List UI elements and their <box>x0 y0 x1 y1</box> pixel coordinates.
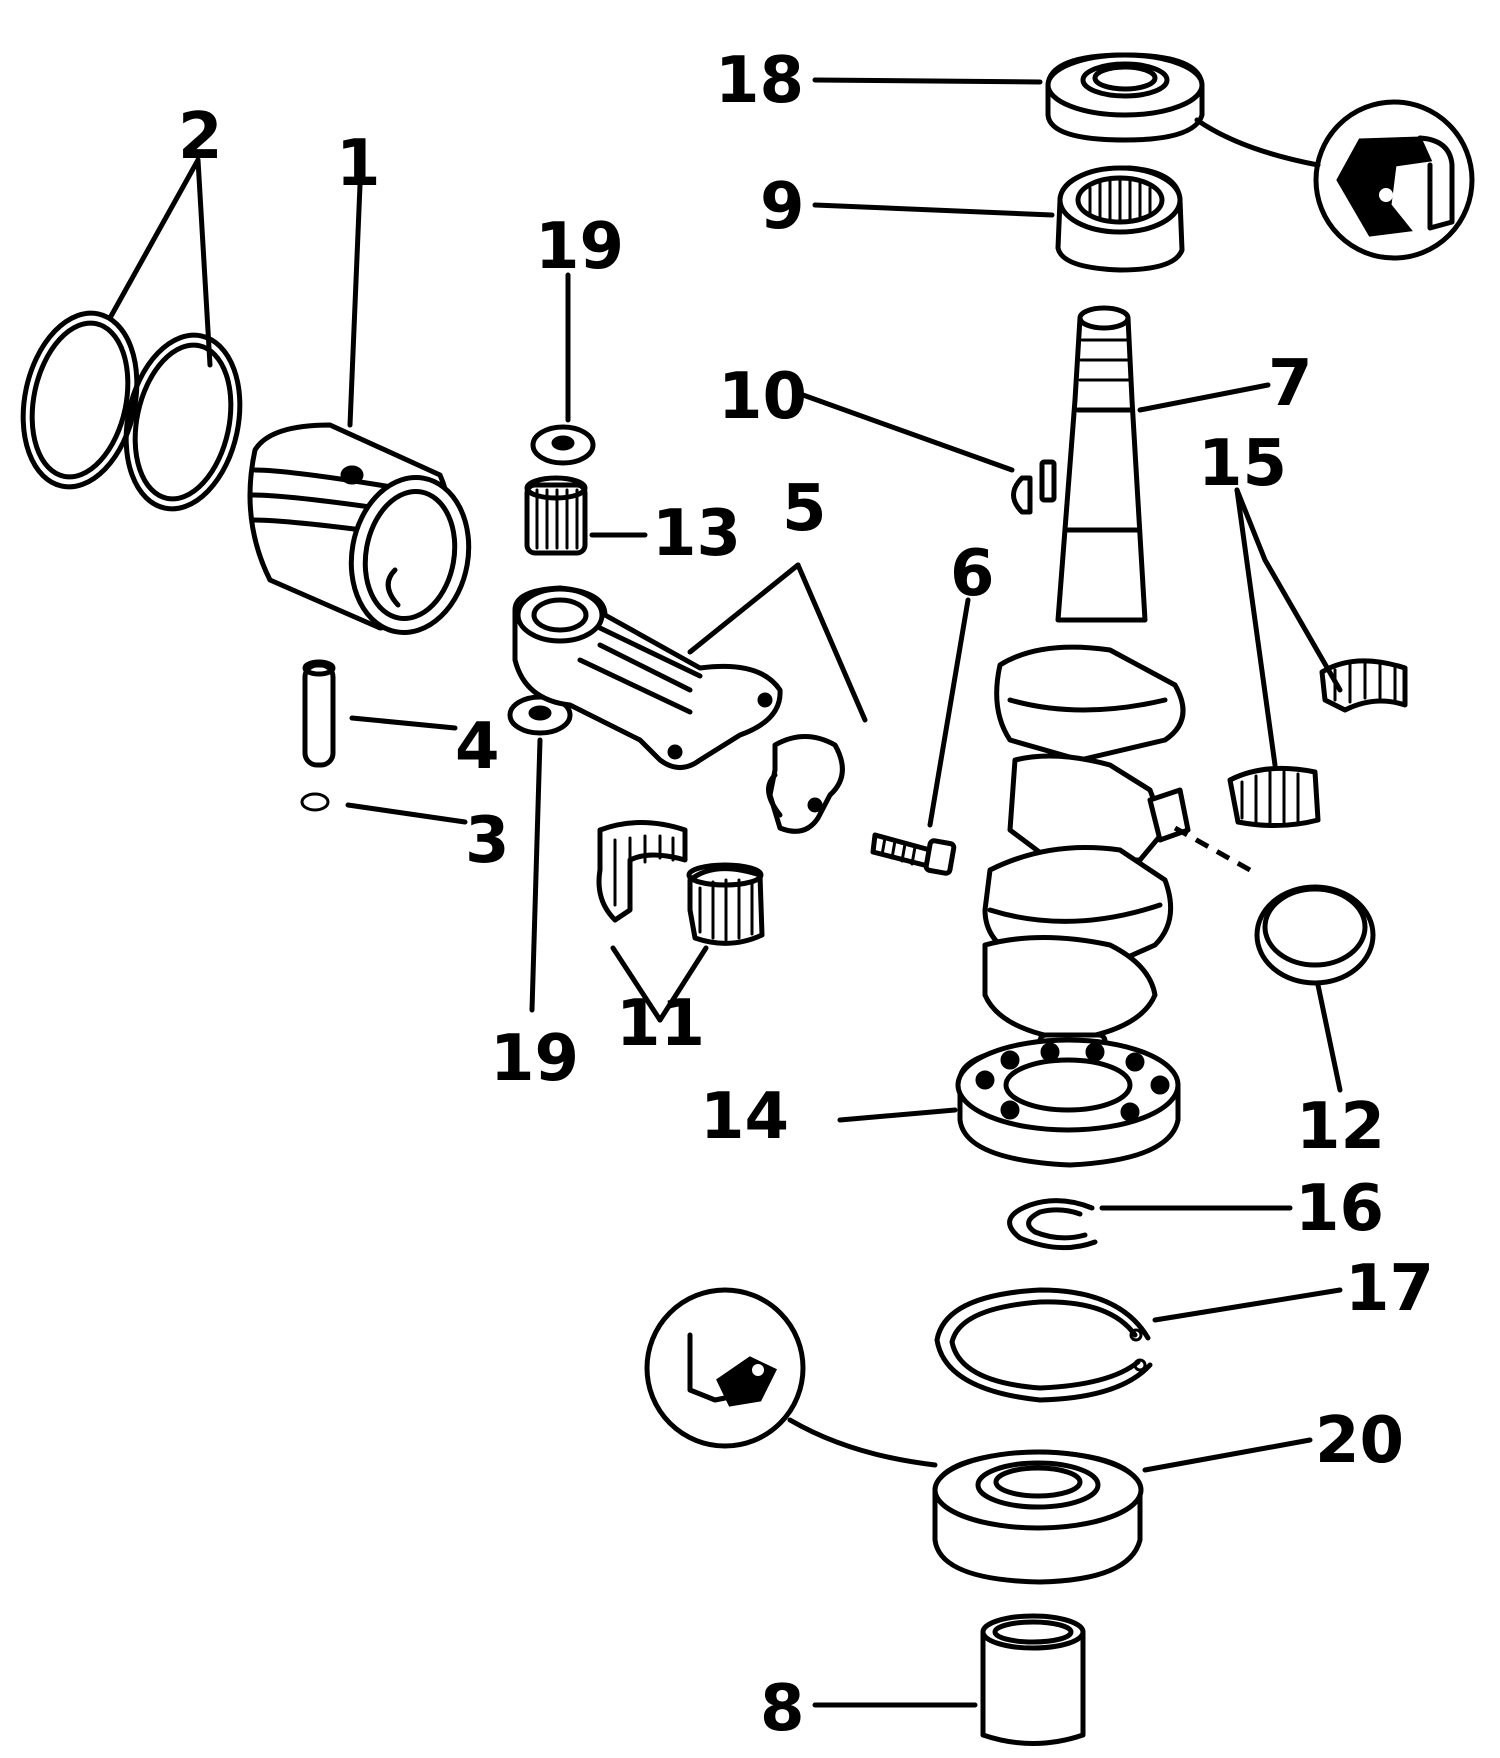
callout-8: 8 <box>760 1672 805 1746</box>
piston-pin <box>302 659 336 768</box>
callout-17: 17 <box>1345 1252 1434 1326</box>
seal-detail-lower <box>644 1287 806 1449</box>
callout-3: 3 <box>465 804 510 878</box>
callout-2: 2 <box>178 100 223 174</box>
wrist-pin-bearing <box>524 475 588 556</box>
piston-rings <box>20 310 243 512</box>
piston <box>247 422 472 635</box>
callout-14: 14 <box>700 1080 789 1154</box>
needle-bearing <box>1055 165 1185 273</box>
large-retaining-ring <box>934 1287 1153 1403</box>
callout-18: 18 <box>715 44 804 118</box>
woodruff-key <box>1011 475 1033 515</box>
lower-oil-seal <box>932 1449 1144 1585</box>
ball-bearing <box>955 1037 1181 1168</box>
bushing <box>980 1613 1086 1746</box>
seal-detail-upper <box>1313 99 1475 261</box>
callout-15: 15 <box>1198 427 1287 501</box>
callout-6: 6 <box>950 537 995 611</box>
detail-leader-upper <box>1194 117 1321 168</box>
rod-screw <box>870 832 957 876</box>
callout-7: 7 <box>1268 347 1313 421</box>
callout-4: 4 <box>455 710 500 784</box>
upper-oil-seal <box>1045 52 1205 143</box>
rod-bearing-halves <box>596 820 765 946</box>
alignment-dash <box>1173 825 1252 873</box>
thrust-washer-upper <box>530 424 596 466</box>
callout-19-upper: 19 <box>535 210 624 284</box>
callout-numbers: 1 2 3 4 5 6 7 8 9 10 11 12 13 14 15 16 1… <box>178 44 1434 1746</box>
snap-ring <box>1007 1198 1098 1251</box>
pin-retainer <box>300 792 330 812</box>
callout-11: 11 <box>616 987 705 1061</box>
detail-leader-lower <box>787 1417 938 1468</box>
connecting-rod <box>512 585 783 770</box>
callout-20: 20 <box>1315 1404 1404 1478</box>
callout-9: 9 <box>760 170 805 244</box>
callout-10: 10 <box>718 360 807 434</box>
crankshaft <box>982 305 1191 1125</box>
callout-12: 12 <box>1296 1090 1385 1164</box>
callout-5: 5 <box>782 472 827 546</box>
callout-16: 16 <box>1295 1172 1384 1246</box>
callout-19-lower: 19 <box>490 1022 579 1096</box>
seal-ring <box>1254 884 1376 986</box>
callout-1: 1 <box>336 127 381 201</box>
callout-13: 13 <box>652 497 741 571</box>
connecting-rod-cap <box>766 734 845 834</box>
leader-lines <box>107 77 1343 1708</box>
center-bearing-halves <box>1227 658 1408 829</box>
